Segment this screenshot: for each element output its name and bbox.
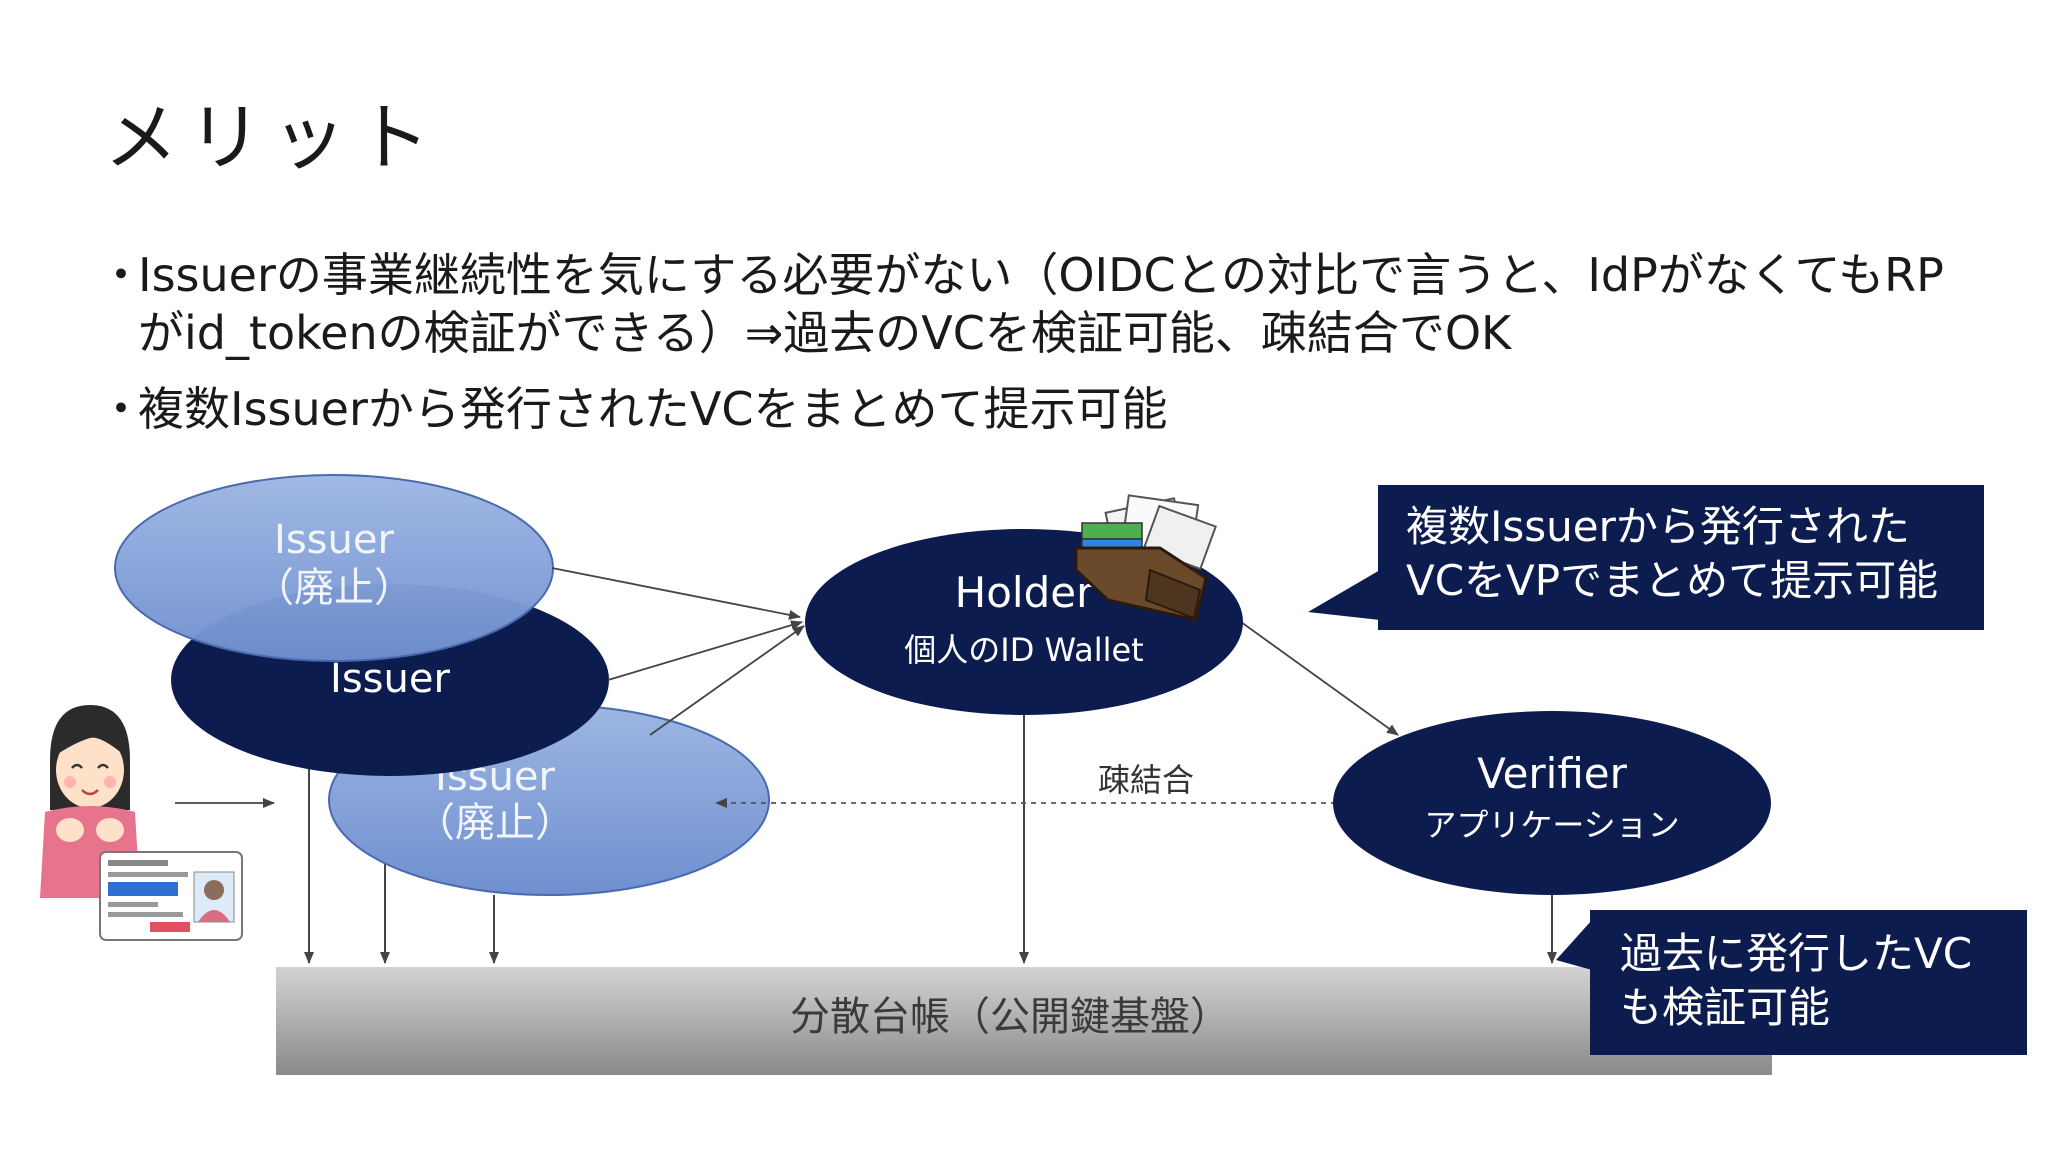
callout-bottom-text: 過去に発行したVC も検証可能 xyxy=(1620,927,1972,1035)
callout-bottom xyxy=(1556,910,2027,1055)
ledger-bar xyxy=(276,967,1772,1075)
issuer-top-name: Issuer xyxy=(274,517,394,563)
callout-top xyxy=(1308,485,1984,630)
bullet-text: 複数Issuerから発行されたVCをまとめて提示可能 xyxy=(138,382,1168,436)
verifier-node xyxy=(1333,711,1771,895)
slide-title: メリット xyxy=(104,95,440,181)
bullet-item: ・ 複数Issuerから発行されたVCをまとめて提示可能 xyxy=(98,380,1978,438)
callout-top-line: 複数Issuerから発行された xyxy=(1406,502,1910,551)
issuer-bottom-holder-arrow xyxy=(649,625,805,736)
id-card-icon xyxy=(99,851,243,941)
bullet-text: Issuerの事業継続性を気にする必要がない（OIDCとの対比で言うと、IdPが… xyxy=(138,248,1944,360)
verifier-sub: アプリケーション xyxy=(1424,806,1679,844)
holder-verifier-arrow xyxy=(1240,621,1399,736)
holder-sub: 個人のID Wallet xyxy=(904,631,1143,669)
callout-bottom-line: 過去に発行したVC xyxy=(1620,929,1973,978)
callout-top-text: 複数Issuerから発行された VCをVPでまとめて提示可能 xyxy=(1406,500,1938,608)
bullet-dot: ・ xyxy=(98,382,144,436)
issuer-mid-name: Issuer xyxy=(330,656,450,702)
issuer-bottom-status: （廃止） xyxy=(415,800,575,846)
loose-coupling-label: 疎結合 xyxy=(1098,761,1194,799)
bullet-dot: ・ xyxy=(98,248,144,302)
callout-bottom-line: も検証可能 xyxy=(1620,983,1831,1032)
issuer-top-holder-arrow xyxy=(551,567,801,620)
wallet-icon xyxy=(1074,494,1217,622)
bullet-item: ・ Issuerの事業継続性を気にする必要がない（OIDCとの対比で言うと、Id… xyxy=(98,246,1978,362)
issuer-top-status: （廃止） xyxy=(254,565,414,611)
ledger-label: 分散台帳（公開鍵基盤） xyxy=(790,994,1230,1040)
holder-name: Holder xyxy=(955,568,1094,617)
issuer-mid-holder-arrow xyxy=(607,620,803,681)
callout-top-line: VCをVPでまとめて提示可能 xyxy=(1406,556,1939,605)
verifier-name: Verifier xyxy=(1477,749,1628,798)
